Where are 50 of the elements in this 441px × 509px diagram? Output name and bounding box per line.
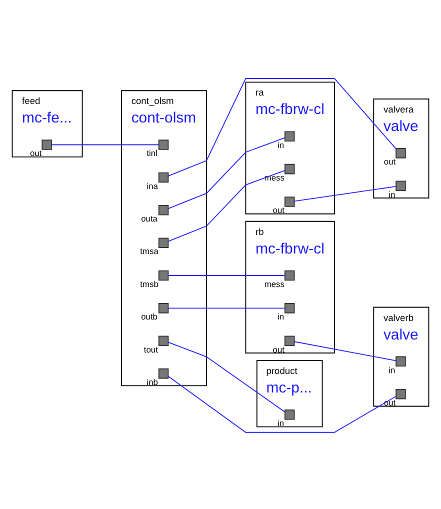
node-label: tout: [144, 344, 158, 354]
node-label: in: [388, 189, 396, 200]
node-label: out: [30, 148, 42, 158]
connector: [294, 341, 396, 362]
node-label: tmsa: [140, 246, 158, 256]
node-box: [158, 238, 169, 248]
connector: [168, 376, 396, 433]
node-label: outb: [141, 312, 158, 322]
connector: [51, 144, 160, 146]
node-label: in: [277, 312, 284, 322]
node-label: inb: [146, 376, 158, 387]
node-box: [158, 205, 169, 216]
node-label: out: [384, 156, 396, 167]
connector: [294, 186, 396, 202]
node-box: [158, 172, 169, 183]
node-label: in: [277, 418, 284, 428]
node-box: [284, 164, 295, 174]
node-box: [284, 196, 295, 207]
node-box: [396, 388, 406, 400]
connector: [168, 170, 286, 242]
node-label: out: [272, 205, 284, 216]
connector: [168, 78, 396, 176]
node-box: [158, 140, 169, 150]
node-label: in: [388, 364, 396, 375]
node-box: [158, 270, 169, 281]
node-box: [158, 336, 169, 346]
node-label: out: [384, 398, 396, 408]
node-box: [284, 303, 295, 314]
node-label: mess: [264, 172, 284, 182]
node-box: [396, 180, 406, 191]
node-box: [396, 356, 406, 367]
node-label: in: [277, 140, 284, 150]
connector: [168, 275, 286, 276]
node-label: outa: [141, 214, 158, 224]
node-label: ina: [146, 180, 158, 191]
node-box: [396, 148, 406, 158]
node-box: [42, 140, 52, 150]
connector: [168, 308, 286, 309]
node-label: mess: [264, 278, 284, 289]
connector: [168, 342, 286, 412]
connector: [168, 137, 286, 210]
node-box: [284, 270, 295, 281]
node-label: tinl: [146, 148, 158, 158]
node-label: tmsb: [140, 278, 158, 289]
node-box: [158, 368, 169, 379]
node-box: [284, 410, 295, 420]
node-box: [158, 303, 169, 314]
node-box: [284, 131, 295, 142]
node-box: [284, 336, 295, 346]
node-label: out: [272, 344, 284, 354]
